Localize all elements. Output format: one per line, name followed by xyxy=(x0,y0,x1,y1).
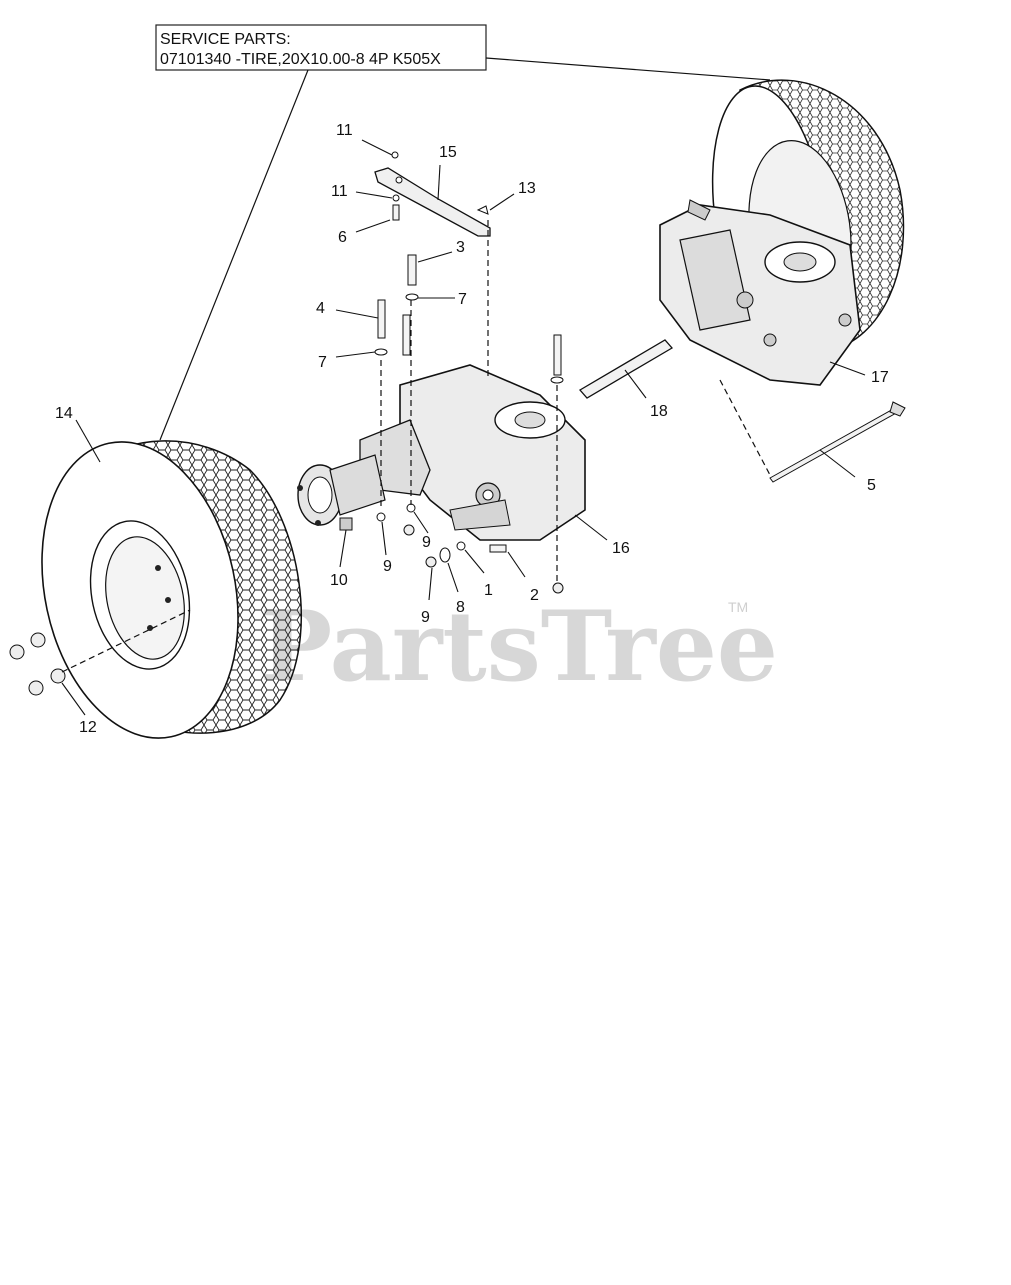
callout-4: 4 xyxy=(316,300,325,317)
callout-2: 2 xyxy=(530,587,539,604)
left-transmission xyxy=(359,364,586,541)
callout-17: 17 xyxy=(871,369,889,386)
bolts xyxy=(374,151,564,384)
service-parts-heading: SERVICE PARTS: xyxy=(160,31,291,48)
axle-hub xyxy=(297,454,386,531)
watermark-text: PartsTree xyxy=(260,590,778,703)
bracket-15 xyxy=(374,167,491,237)
right-transmission xyxy=(659,199,861,386)
left-tire xyxy=(41,440,302,739)
callout-1: 1 xyxy=(484,582,493,599)
callout-12: 12 xyxy=(79,719,97,736)
lug-nuts xyxy=(9,503,564,696)
callout-11a: 11 xyxy=(336,122,353,139)
callout-13: 13 xyxy=(518,180,536,197)
callout-9c: 9 xyxy=(421,609,430,626)
callout-3: 3 xyxy=(456,239,465,256)
leader-lines xyxy=(61,139,866,716)
watermark-tm: TM xyxy=(728,599,748,615)
callout-labels: 1 2 3 4 5 6 7 7 8 9 9 9 10 11 11 12 13 1… xyxy=(55,122,889,736)
service-parts-box: SERVICE PARTS: 07101340 -TIRE,20X10.00-8… xyxy=(155,24,771,441)
callout-14: 14 xyxy=(55,405,73,422)
callout-5: 5 xyxy=(867,477,876,494)
callout-15: 15 xyxy=(439,144,457,161)
callout-9b: 9 xyxy=(422,534,431,551)
callout-18: 18 xyxy=(650,403,668,420)
parts-tree-watermark: PartsTree TM xyxy=(260,590,778,703)
service-parts-line: 07101340 -TIRE,20X10.00-8 4P K505X xyxy=(160,51,441,68)
callout-7a: 7 xyxy=(458,291,467,308)
assembly-lines xyxy=(61,220,771,673)
callout-6: 6 xyxy=(338,229,347,246)
callout-9a: 9 xyxy=(383,558,392,575)
callout-10: 10 xyxy=(330,572,348,589)
callout-11b: 11 xyxy=(331,183,348,200)
cross-tube xyxy=(578,339,906,483)
callout-16: 16 xyxy=(612,540,630,557)
callout-7b: 7 xyxy=(318,354,327,371)
callout-8: 8 xyxy=(456,599,465,616)
